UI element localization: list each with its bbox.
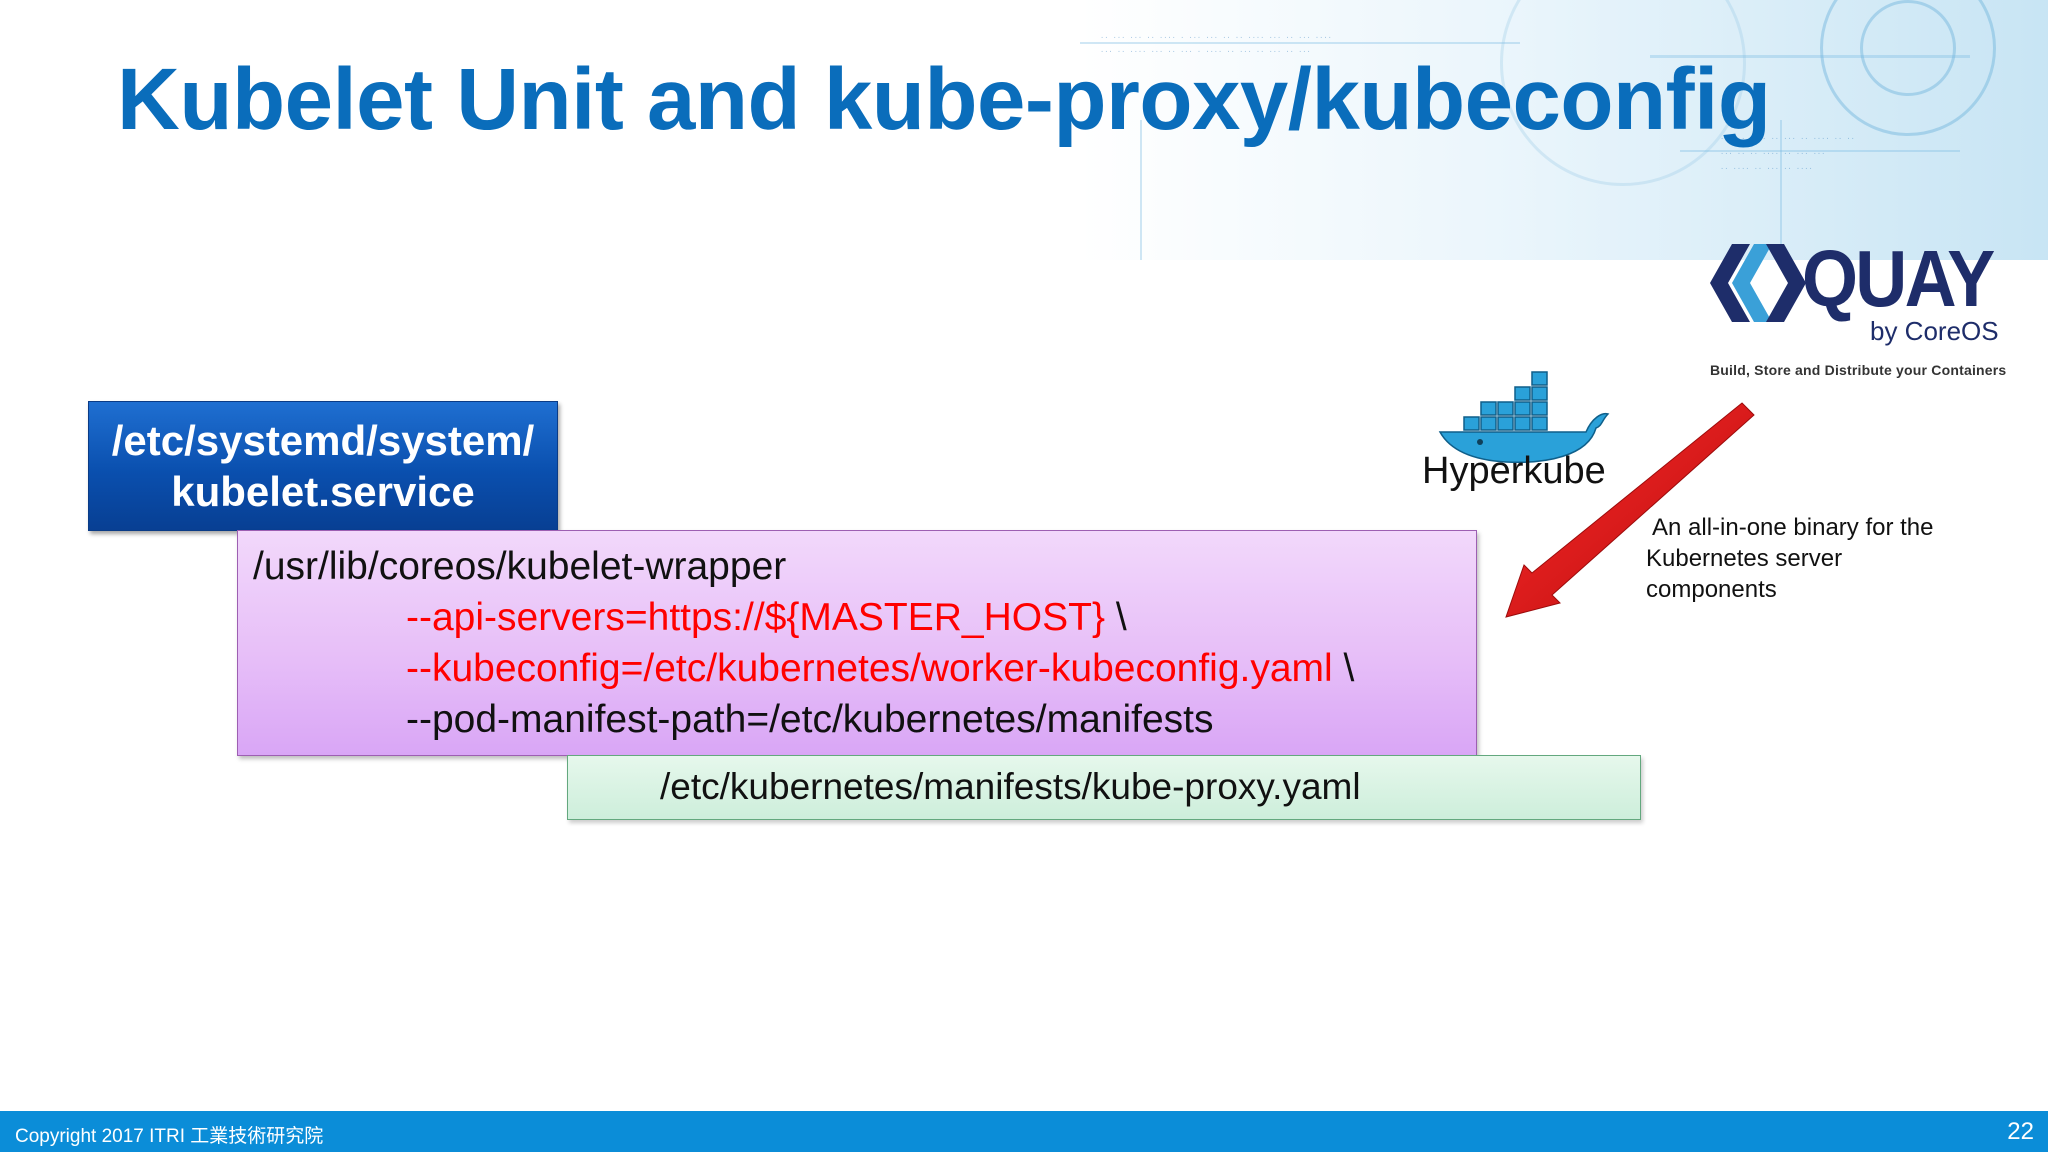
description-line: components (1646, 576, 1777, 603)
service-path-line2: kubelet.service (171, 468, 475, 515)
footer-bar: Copyright 2017 ITRI 工業技術研究院 22 (0, 1111, 2048, 1152)
quay-logo: QUAY by CoreOS Build, Store and Distribu… (1700, 236, 2010, 386)
kubelet-wrapper-box: /usr/lib/coreos/kubelet-wrapper --api-se… (237, 530, 1477, 756)
kubelet-service-box: /etc/systemd/system/ kubelet.service (88, 401, 558, 531)
line-continuation: \ (1104, 596, 1127, 639)
line-continuation: \ (1332, 647, 1355, 690)
quay-tagline: Build, Store and Distribute your Contain… (1710, 362, 2007, 378)
hyperkube-description: An all-in-one binary for the Kubernetes … (1646, 512, 1933, 605)
arg-kubeconfig: --kubeconfig=/etc/kubernetes/worker-kube… (406, 647, 1333, 690)
hyperkube-label: Hyperkube (1422, 450, 1606, 492)
arg-pod-manifest-path: --pod-manifest-path=/etc/kubernetes/mani… (406, 698, 1214, 741)
quay-mark-icon (1710, 244, 1806, 322)
wrapper-command: /usr/lib/coreos/kubelet-wrapper (253, 545, 787, 588)
kube-proxy-path: /etc/kubernetes/manifests/kube-proxy.yam… (660, 766, 1361, 807)
description-line: An all-in-one binary for the (1652, 514, 1934, 541)
kube-proxy-box: /etc/kubernetes/manifests/kube-proxy.yam… (567, 755, 1641, 820)
page-number: 22 (2007, 1118, 2034, 1145)
copyright-text: Copyright 2017 ITRI 工業技術研究院 (15, 1126, 324, 1147)
quay-by-coreos: by CoreOS (1870, 316, 1999, 346)
arg-api-servers-line: --api-servers=https://${MASTER_HOST} \ (406, 596, 1127, 640)
slide-title: Kubelet Unit and kube-proxy/kubeconfig (117, 51, 1771, 148)
red-pointer-arrow (1505, 402, 1755, 618)
decorative-background: ·· ··· ··· ·· ···· · ··· ··· ·· ·· ···· … (1080, 0, 2048, 260)
quay-wordmark: QUAY (1802, 234, 1995, 323)
description-line: Kubernetes server (1646, 545, 1843, 572)
docker-whale-icon (1438, 371, 1610, 464)
service-path-line1: /etc/systemd/system/ (111, 417, 535, 464)
arg-api-servers: --api-servers=https://${MASTER_HOST} (406, 596, 1105, 639)
arg-kubeconfig-line: --kubeconfig=/etc/kubernetes/worker-kube… (406, 647, 1354, 691)
